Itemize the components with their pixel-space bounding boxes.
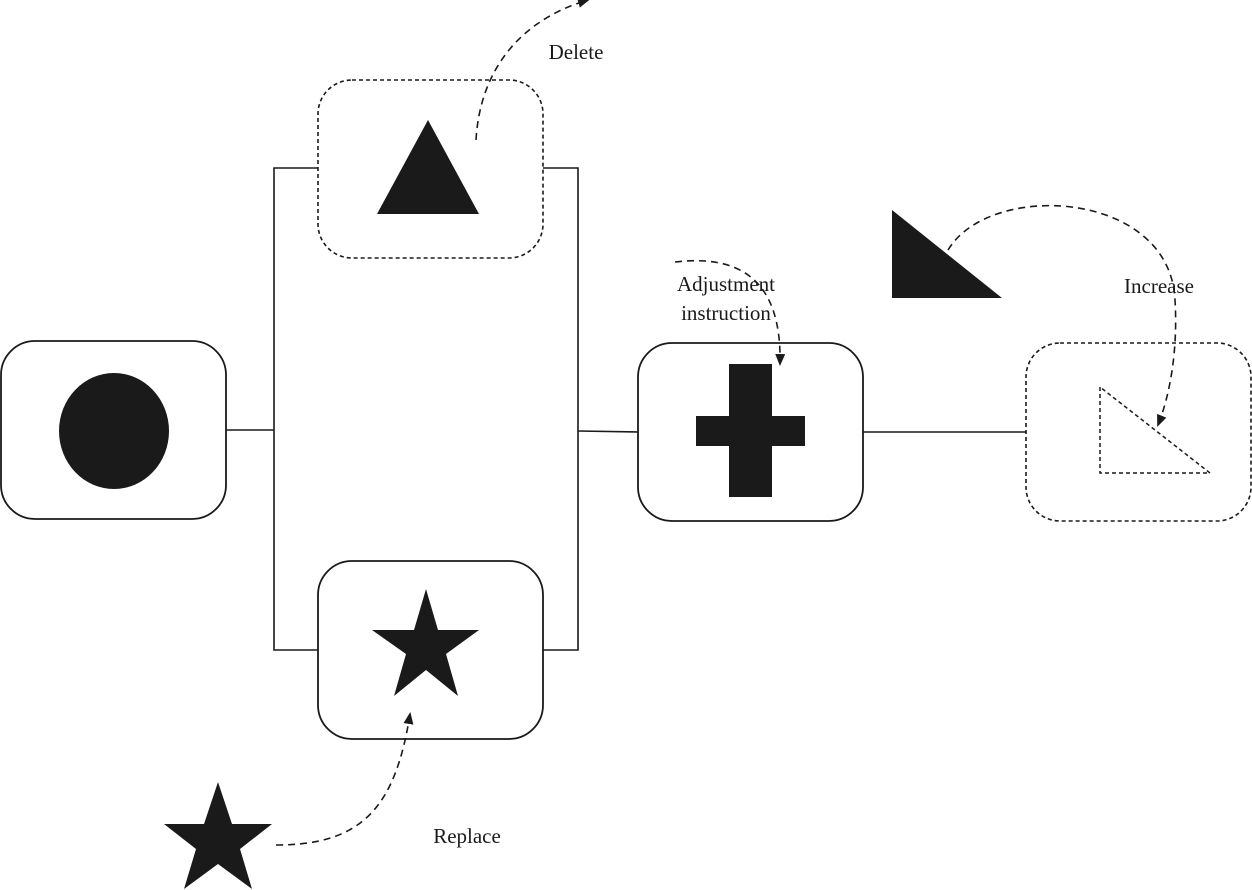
dashed-right-triangle-icon: [1099, 385, 1213, 474]
replacement-star-icon: [164, 782, 272, 889]
adjustment-label-line2: instruction: [681, 301, 771, 325]
circle-node: [0, 340, 227, 520]
branch-to-cross-line: [577, 430, 639, 433]
star-node: [317, 560, 544, 740]
added-right-triangle-icon: [892, 210, 1002, 298]
filled-circle-icon: [59, 373, 169, 489]
replace-arrow: [275, 712, 414, 846]
increase-label: Increase: [1124, 274, 1194, 298]
increase-arrow: [947, 204, 1177, 427]
replace-label: Replace: [433, 824, 501, 848]
triangle-node: [317, 79, 544, 259]
filled-triangle-icon: [377, 120, 479, 214]
right-branch-bracket: [543, 167, 579, 651]
delete-arrow: [475, 0, 590, 141]
right-triangle-node: [1025, 342, 1252, 522]
cross-node: [637, 342, 864, 522]
filled-star-icon: [372, 589, 479, 696]
delete-label: Delete: [549, 40, 604, 64]
connector-lines: [226, 167, 1026, 651]
adjustment-label-line1: Adjustment: [677, 272, 775, 296]
left-branch-bracket: [273, 167, 318, 651]
adjustment-arrow: [674, 259, 786, 366]
filled-cross-icon: [696, 364, 805, 497]
